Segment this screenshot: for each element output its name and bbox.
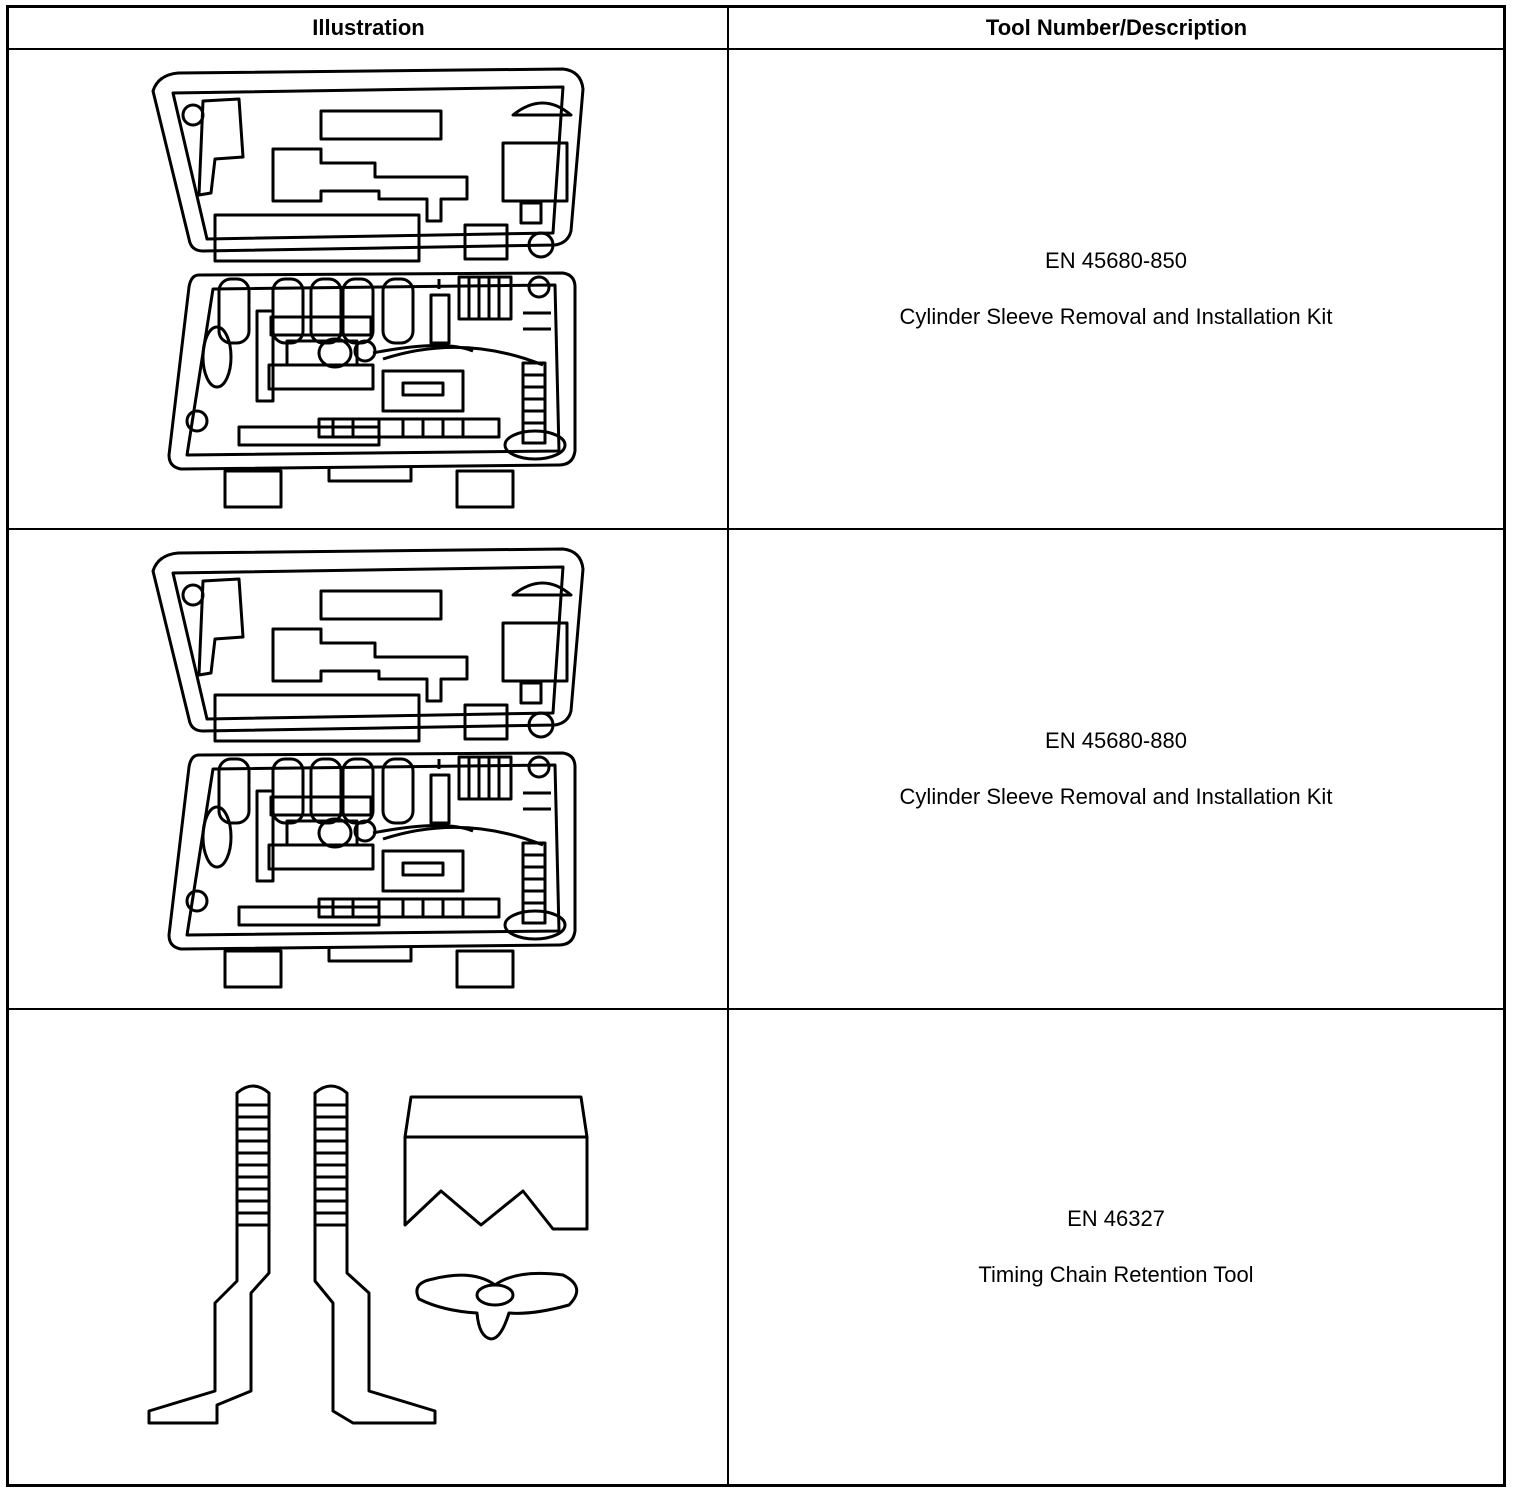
table-row: EN 46327 Timing Chain Retention Tool [9, 1010, 1503, 1484]
table-row: EN 45680-880 Cylinder Sleeve Removal and… [9, 530, 1503, 1010]
tool-number: EN 46327 [1067, 1206, 1165, 1231]
tool-description: Cylinder Sleeve Removal and Installation… [899, 784, 1333, 809]
tool-number: EN 45680-880 [1045, 728, 1187, 753]
tool-number: EN 45680-850 [1045, 248, 1187, 273]
header-tool-number-description: Tool Number/Description [985, 15, 1248, 40]
column-divider [727, 8, 729, 1484]
tool-description-cell: EN 45680-850 Cylinder Sleeve Removal and… [729, 50, 1503, 528]
header-illustration: Illustration [312, 15, 425, 40]
table-row: EN 45680-850 Cylinder Sleeve Removal and… [9, 50, 1503, 530]
tool-description-cell: EN 45680-880 Cylinder Sleeve Removal and… [729, 530, 1503, 1008]
tool-description: Timing Chain Retention Tool [978, 1262, 1254, 1287]
tool-case-icon [9, 530, 727, 1008]
tool-description: Cylinder Sleeve Removal and Installation… [899, 304, 1333, 329]
tool-table: Illustration Tool Number/Description EN … [6, 5, 1506, 1487]
timing-chain-retention-tool-icon [9, 1010, 727, 1484]
table-header: Illustration Tool Number/Description [9, 8, 1503, 50]
tool-description-cell: EN 46327 Timing Chain Retention Tool [729, 1010, 1503, 1484]
tool-case-icon [9, 50, 727, 528]
